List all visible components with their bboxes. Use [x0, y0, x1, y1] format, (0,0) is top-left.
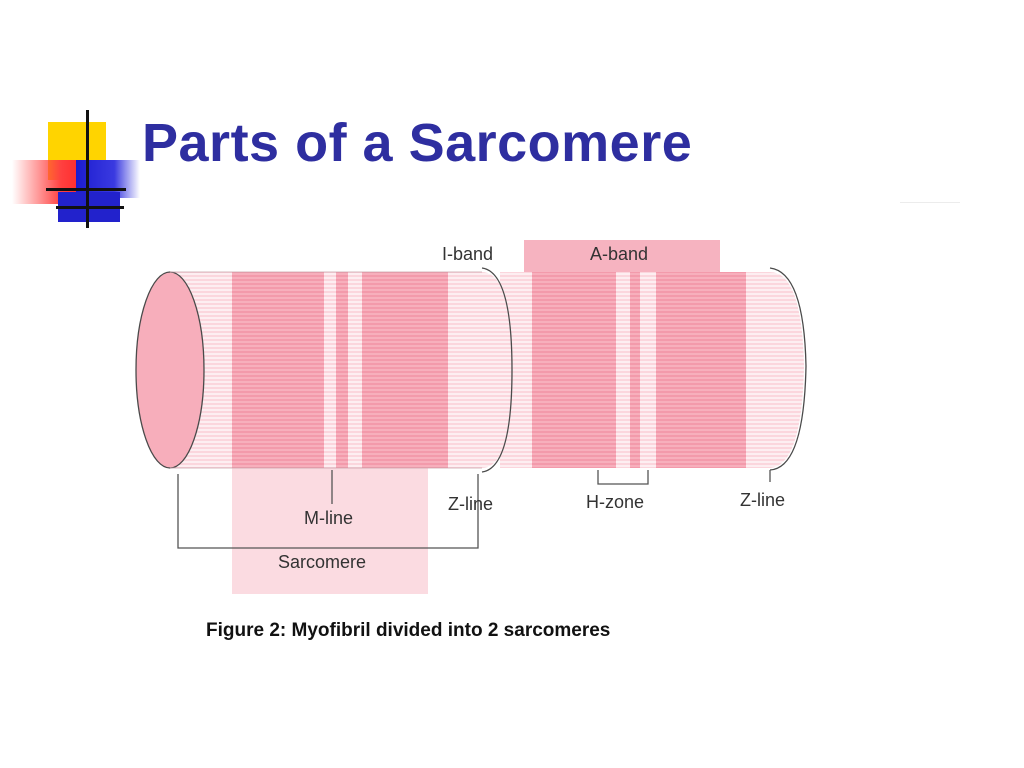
title-divider [900, 202, 960, 203]
myofibril-diagram: I-band A-band M-line Z-line H-zone Z-lin… [120, 228, 820, 608]
slide-title: Parts of a Sarcomere [142, 113, 693, 173]
myofibril-segment-left [135, 267, 513, 473]
myofibril-end-cap [135, 271, 205, 469]
myofibril-illustration [135, 240, 807, 594]
sarcomere-label: Sarcomere [278, 552, 367, 572]
decoration-vertical-line [86, 110, 89, 228]
sarcomere-highlight [232, 464, 428, 594]
h-zone-label: H-zone [586, 492, 645, 512]
decoration-horizontal-line [46, 188, 126, 191]
i-band-label: I-band [442, 244, 494, 264]
figure-caption: Figure 2: Myofibril divided into 2 sarco… [206, 620, 611, 641]
h-zone-bracket [597, 470, 649, 485]
m-line-label: M-line [304, 508, 354, 528]
sarcomere-bracket [177, 474, 479, 549]
z-line-left-label: Z-line [448, 494, 494, 514]
a-band-label: A-band [590, 244, 649, 264]
myofibril-segment-right [500, 267, 807, 471]
z-line-right-label: Z-line [740, 490, 786, 510]
title-decoration [0, 0, 140, 240]
decoration-horizontal-line [56, 206, 124, 209]
